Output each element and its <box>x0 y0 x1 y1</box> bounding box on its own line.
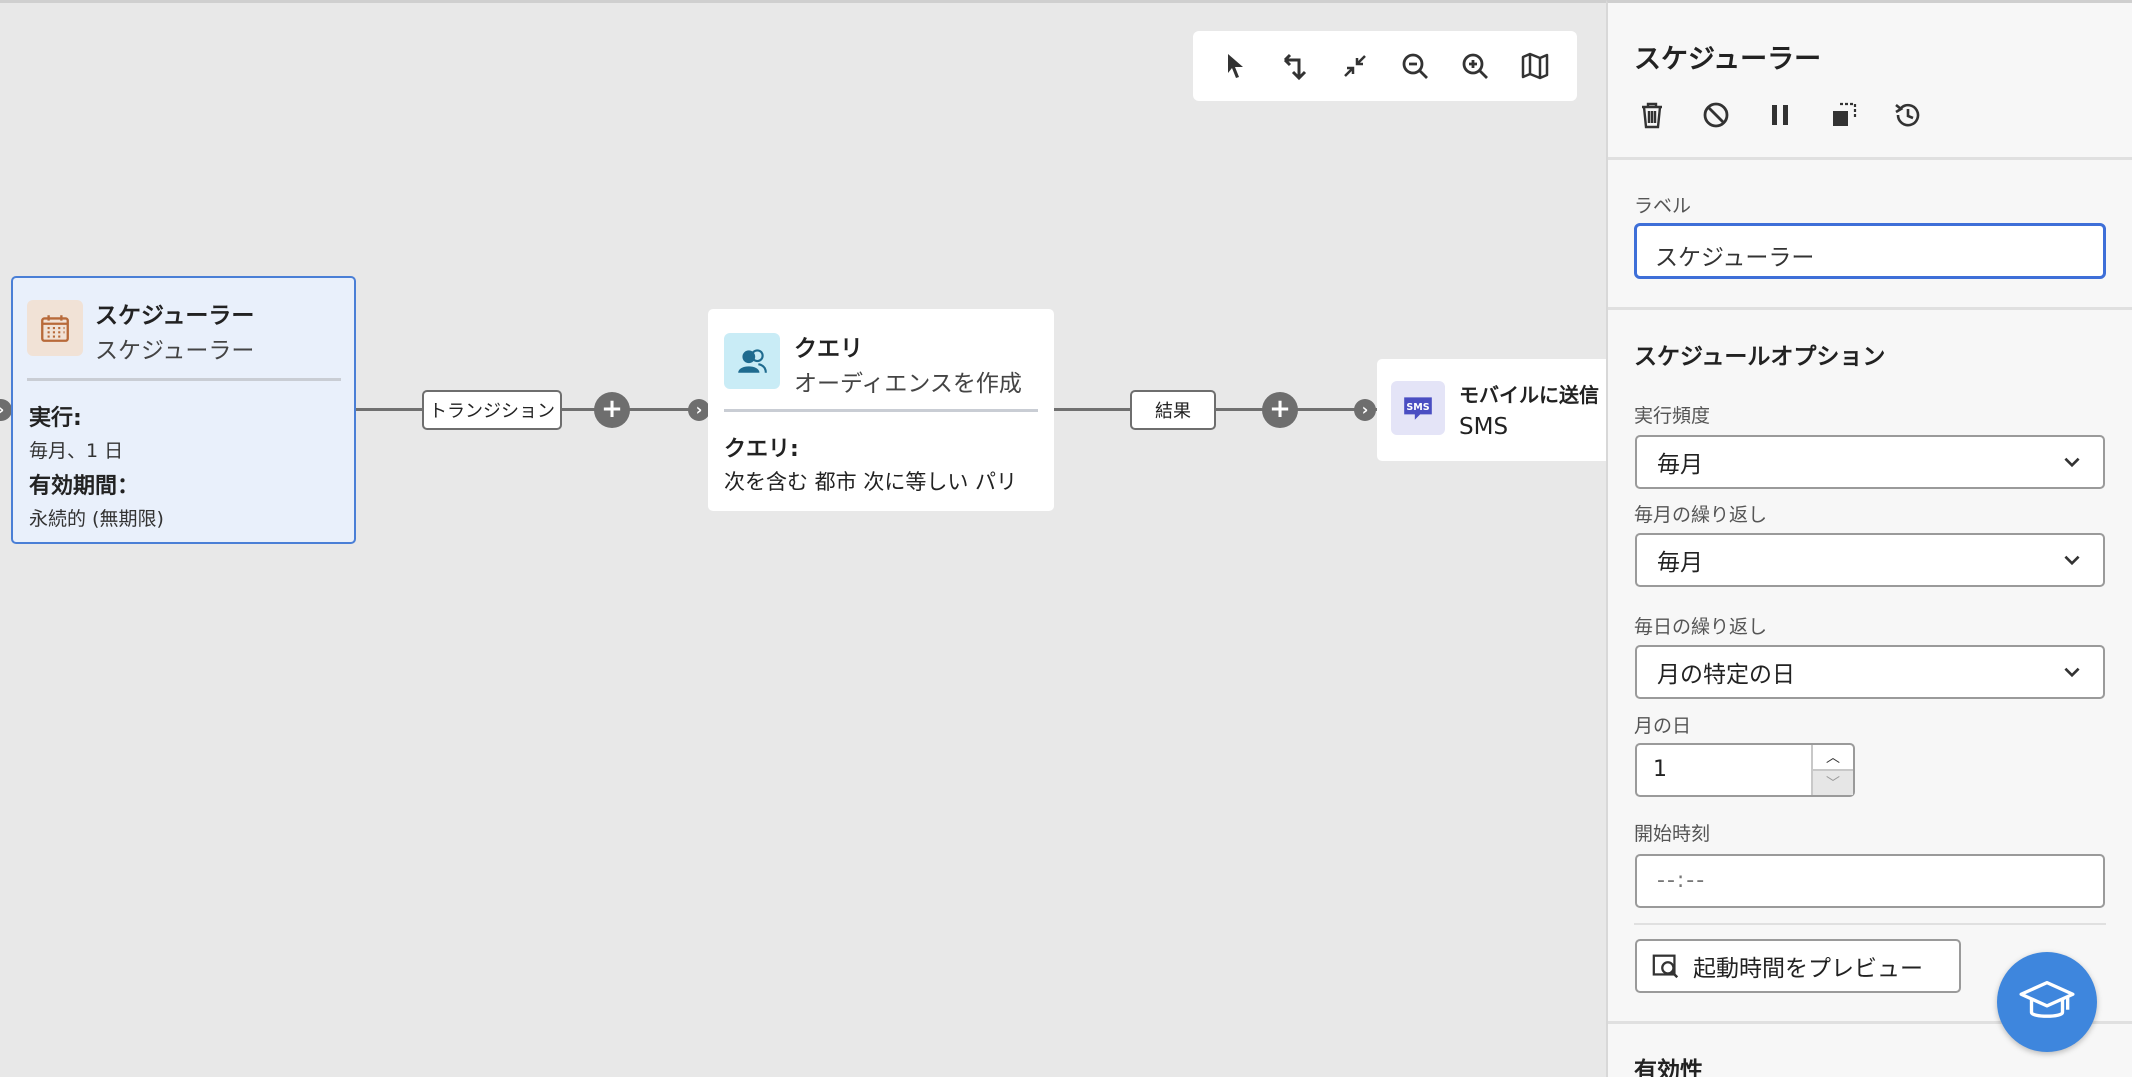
calendar-icon <box>27 300 83 356</box>
node-divider <box>724 409 1038 412</box>
label-field-label: ラベル <box>1634 195 1692 217</box>
zoom-out-icon[interactable] <box>1393 44 1437 88</box>
history-icon[interactable] <box>1890 97 1926 133</box>
node-subtitle: スケジューラー <box>95 338 255 364</box>
preview-icon <box>1652 954 1679 979</box>
node-title: スケジューラー <box>95 303 255 329</box>
panel-divider <box>1608 1021 2132 1024</box>
left-edge-arrow-icon: › <box>0 399 12 421</box>
preview-start-times-button[interactable]: 起動時間をプレビュー <box>1635 939 1961 993</box>
monthly-repeat-value: 毎月 <box>1657 550 1703 576</box>
graduation-cap-icon <box>2019 980 2075 1018</box>
panel-divider <box>1634 923 2106 925</box>
zoom-in-icon[interactable] <box>1453 44 1497 88</box>
node-divider <box>27 378 341 381</box>
panel-divider <box>1608 157 2132 160</box>
node-subtitle: オーディエンスを作成 <box>794 371 1022 397</box>
label-input[interactable]: スケジューラー <box>1634 223 2106 279</box>
start-time-label: 開始時刻 <box>1634 823 1711 845</box>
sms-icon: SMS <box>1391 381 1445 435</box>
copy-icon[interactable] <box>1826 97 1862 133</box>
add-activity-button[interactable]: + <box>1262 392 1298 428</box>
query-activity-node[interactable]: クエリ オーディエンスを作成 クエリ: 次を含む 都市 次に等しい パリ <box>708 309 1054 511</box>
properties-panel: スケジューラー ラベル スケジューラー スケジュールオプション 実行頻度 毎月 … <box>1606 0 2132 1077</box>
monthly-repeat-select[interactable]: 毎月 <box>1635 533 2105 587</box>
reroute-icon[interactable] <box>1273 44 1317 88</box>
query-label: クエリ: <box>724 437 799 462</box>
run-label: 実行: <box>29 406 82 431</box>
chevron-down-icon[interactable]: ﹀ <box>1813 769 1853 795</box>
disable-icon[interactable] <box>1698 97 1734 133</box>
validity-section-title: 有効性 <box>1634 1058 1703 1077</box>
chevron-down-icon <box>2064 667 2080 678</box>
add-activity-button[interactable]: + <box>594 392 630 428</box>
preview-button-label: 起動時間をプレビュー <box>1693 956 1923 982</box>
scheduler-activity-node[interactable]: スケジューラー スケジューラー 実行: 毎月、1 日 有効期間： 永続的 (無期… <box>11 276 356 544</box>
daily-repeat-value: 月の特定の日 <box>1657 662 1795 688</box>
day-of-month-stepper[interactable]: 1 ︿ ﹀ <box>1635 743 1855 797</box>
frequency-select[interactable]: 毎月 <box>1635 435 2105 489</box>
canvas-toolbar <box>1193 31 1577 101</box>
schedule-options-title: スケジュールオプション <box>1634 344 1886 370</box>
connector-arrow-icon: › <box>1354 399 1376 421</box>
collapse-icon[interactable] <box>1333 44 1377 88</box>
workflow-canvas[interactable]: › スケジューラー スケジューラー 実行: 毎月、1 日 有効期間： 永続的 (… <box>0 0 1617 1077</box>
frequency-label: 実行頻度 <box>1634 405 1711 427</box>
validity-value: 永続的 (無期限) <box>29 508 164 530</box>
day-of-month-label: 月の日 <box>1634 715 1692 737</box>
node-subtitle: SMS <box>1459 414 1509 440</box>
daily-repeat-label: 毎日の繰り返し <box>1634 616 1768 638</box>
sms-activity-node[interactable]: SMS モバイルに送信 SMS <box>1377 359 1617 461</box>
transition-label[interactable]: 結果 <box>1130 390 1216 430</box>
query-value: 次を含む 都市 次に等しい パリ <box>724 470 1018 494</box>
chevron-down-icon <box>2064 555 2080 566</box>
node-title: モバイルに送信 <box>1459 383 1599 407</box>
daily-repeat-select[interactable]: 月の特定の日 <box>1635 645 2105 699</box>
pause-icon[interactable] <box>1762 97 1798 133</box>
day-of-month-value[interactable]: 1 <box>1653 757 1667 782</box>
pointer-icon[interactable] <box>1213 44 1257 88</box>
run-value: 毎月、1 日 <box>29 440 124 462</box>
node-title: クエリ <box>794 336 863 362</box>
start-time-input[interactable]: --:-- <box>1635 854 2105 908</box>
frequency-value: 毎月 <box>1657 452 1703 478</box>
stepper-buttons: ︿ ﹀ <box>1811 745 1853 795</box>
map-icon[interactable] <box>1513 44 1557 88</box>
panel-title: スケジューラー <box>1634 44 1822 75</box>
validity-label: 有効期間： <box>29 474 140 499</box>
sms-icon-text: SMS <box>1406 402 1429 413</box>
connector-arrow-icon: › <box>688 399 710 421</box>
monthly-repeat-label: 毎月の繰り返し <box>1634 504 1768 526</box>
trash-icon[interactable] <box>1634 97 1670 133</box>
learn-help-button[interactable] <box>1997 952 2097 1052</box>
panel-actions <box>1634 97 1926 133</box>
audience-icon <box>724 333 780 389</box>
transition-label[interactable]: トランジション <box>422 390 562 430</box>
chevron-up-icon[interactable]: ︿ <box>1826 750 1840 766</box>
chevron-down-icon <box>2064 457 2080 468</box>
panel-divider <box>1608 307 2132 310</box>
